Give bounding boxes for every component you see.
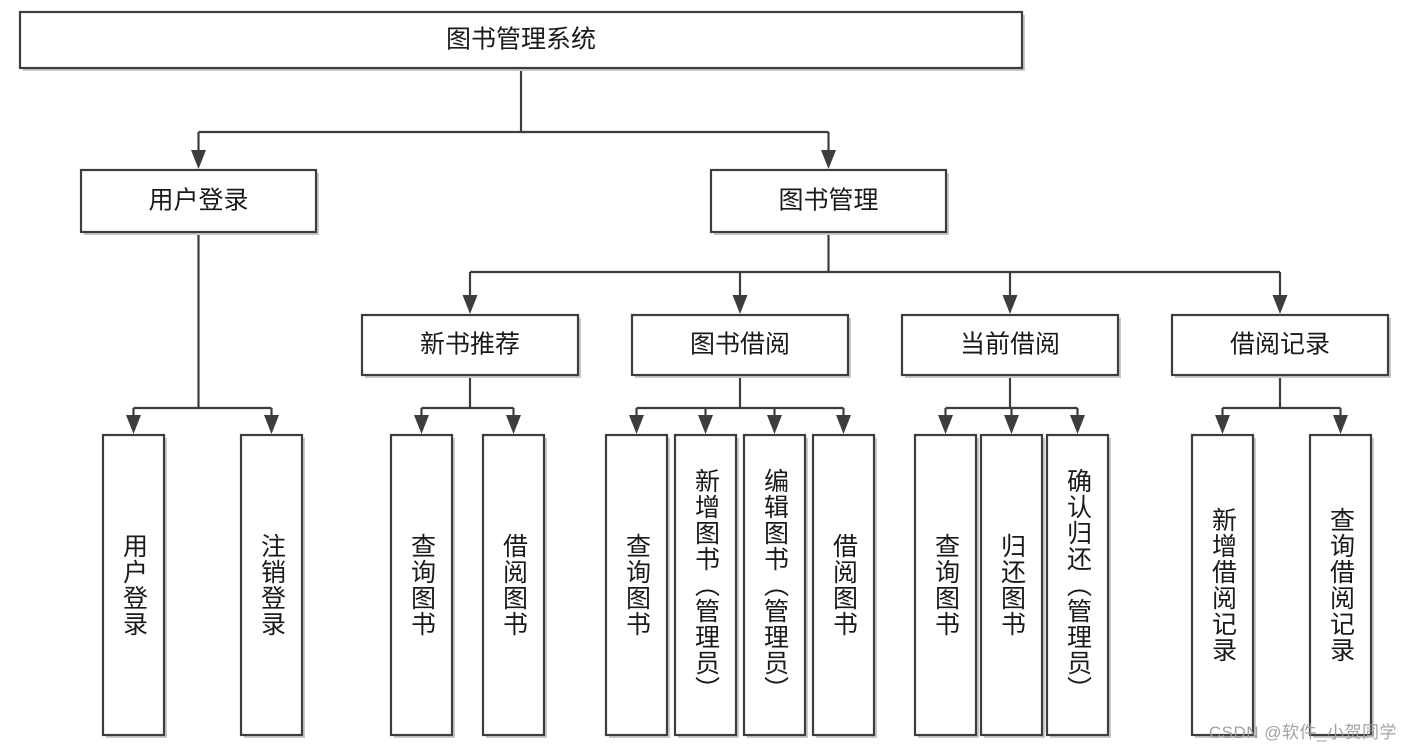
arrow-head-icon (126, 415, 141, 434)
box-outline (742, 433, 807, 737)
arrow-head-icon (1002, 295, 1018, 314)
arrow-head-icon (938, 415, 953, 434)
box-outline (1190, 433, 1255, 737)
node-leaf-logout-login[interactable] (239, 433, 305, 738)
arrow-head-icon (767, 415, 782, 434)
box-outline (1308, 433, 1373, 737)
arrow-head-icon (1215, 415, 1230, 434)
node-new-book-recommend[interactable]: 新书推荐 (360, 313, 581, 378)
box-outline (360, 313, 580, 377)
node-book-borrow[interactable]: 图书借阅 (630, 313, 851, 378)
node-book-manage[interactable]: 图书管理 (709, 168, 949, 235)
box-outline (79, 168, 318, 234)
node-label: 图书管理系统 (446, 26, 596, 54)
arrow-head-icon (506, 415, 521, 434)
node-label: 用户登录 (148, 187, 248, 215)
node-user-login[interactable]: 用户登录 (79, 168, 319, 235)
box-outline (239, 433, 304, 737)
arrow-head-icon (462, 295, 478, 314)
node-current-borrow[interactable]: 当前借阅 (900, 313, 1121, 378)
arrow-head-icon (1333, 415, 1348, 434)
box-outline (389, 433, 454, 737)
arrow-head-icon (191, 150, 206, 169)
arrow-head-icon (1070, 415, 1085, 434)
arrow-head-icon (836, 415, 851, 434)
node-leaf-borrow-book-2[interactable] (811, 433, 877, 738)
box-outline (101, 433, 166, 737)
box-outline (979, 433, 1044, 737)
arrow-head-icon (1272, 295, 1288, 314)
node-label: 图书管理 (778, 187, 878, 215)
arrow-head-icon (629, 415, 644, 434)
node-label: 当前借阅 (960, 331, 1060, 359)
arrow-head-icon (414, 415, 429, 434)
node-leaf-confirm-return[interactable] (1045, 433, 1111, 738)
arrow-head-icon (264, 415, 279, 434)
box-outline (481, 433, 546, 737)
box-outline (1045, 433, 1110, 737)
node-root-system[interactable]: 图书管理系统 (18, 10, 1025, 71)
box-outline (1170, 313, 1390, 377)
node-leaf-query-book-2[interactable] (604, 433, 670, 738)
node-leaf-add-book[interactable] (673, 433, 739, 738)
box-outline (913, 433, 978, 737)
node-leaf-edit-book[interactable] (742, 433, 808, 738)
box-outline (630, 313, 850, 377)
node-leaf-query-book-3[interactable] (913, 433, 979, 738)
node-leaf-add-record[interactable] (1190, 433, 1256, 738)
arrow-head-icon (821, 150, 836, 169)
node-label: 图书借阅 (690, 331, 790, 359)
box-outline (709, 168, 948, 234)
box-outline (673, 433, 738, 737)
box-outline (604, 433, 669, 737)
box-outline (900, 313, 1120, 377)
node-label: 新书推荐 (420, 331, 520, 359)
box-outline (18, 10, 1024, 70)
node-leaf-query-record[interactable] (1308, 433, 1374, 738)
node-label: 借阅记录 (1230, 331, 1330, 359)
node-leaf-borrow-book-1[interactable] (481, 433, 547, 738)
arrow-head-icon (698, 415, 713, 434)
box-outline (811, 433, 876, 737)
arrow-head-icon (732, 295, 748, 314)
node-leaf-query-book-1[interactable] (389, 433, 455, 738)
node-leaf-user-login[interactable] (101, 433, 167, 738)
node-leaf-return-book[interactable] (979, 433, 1045, 738)
node-borrow-record[interactable]: 借阅记录 (1170, 313, 1391, 378)
arrow-head-icon (1004, 415, 1019, 434)
